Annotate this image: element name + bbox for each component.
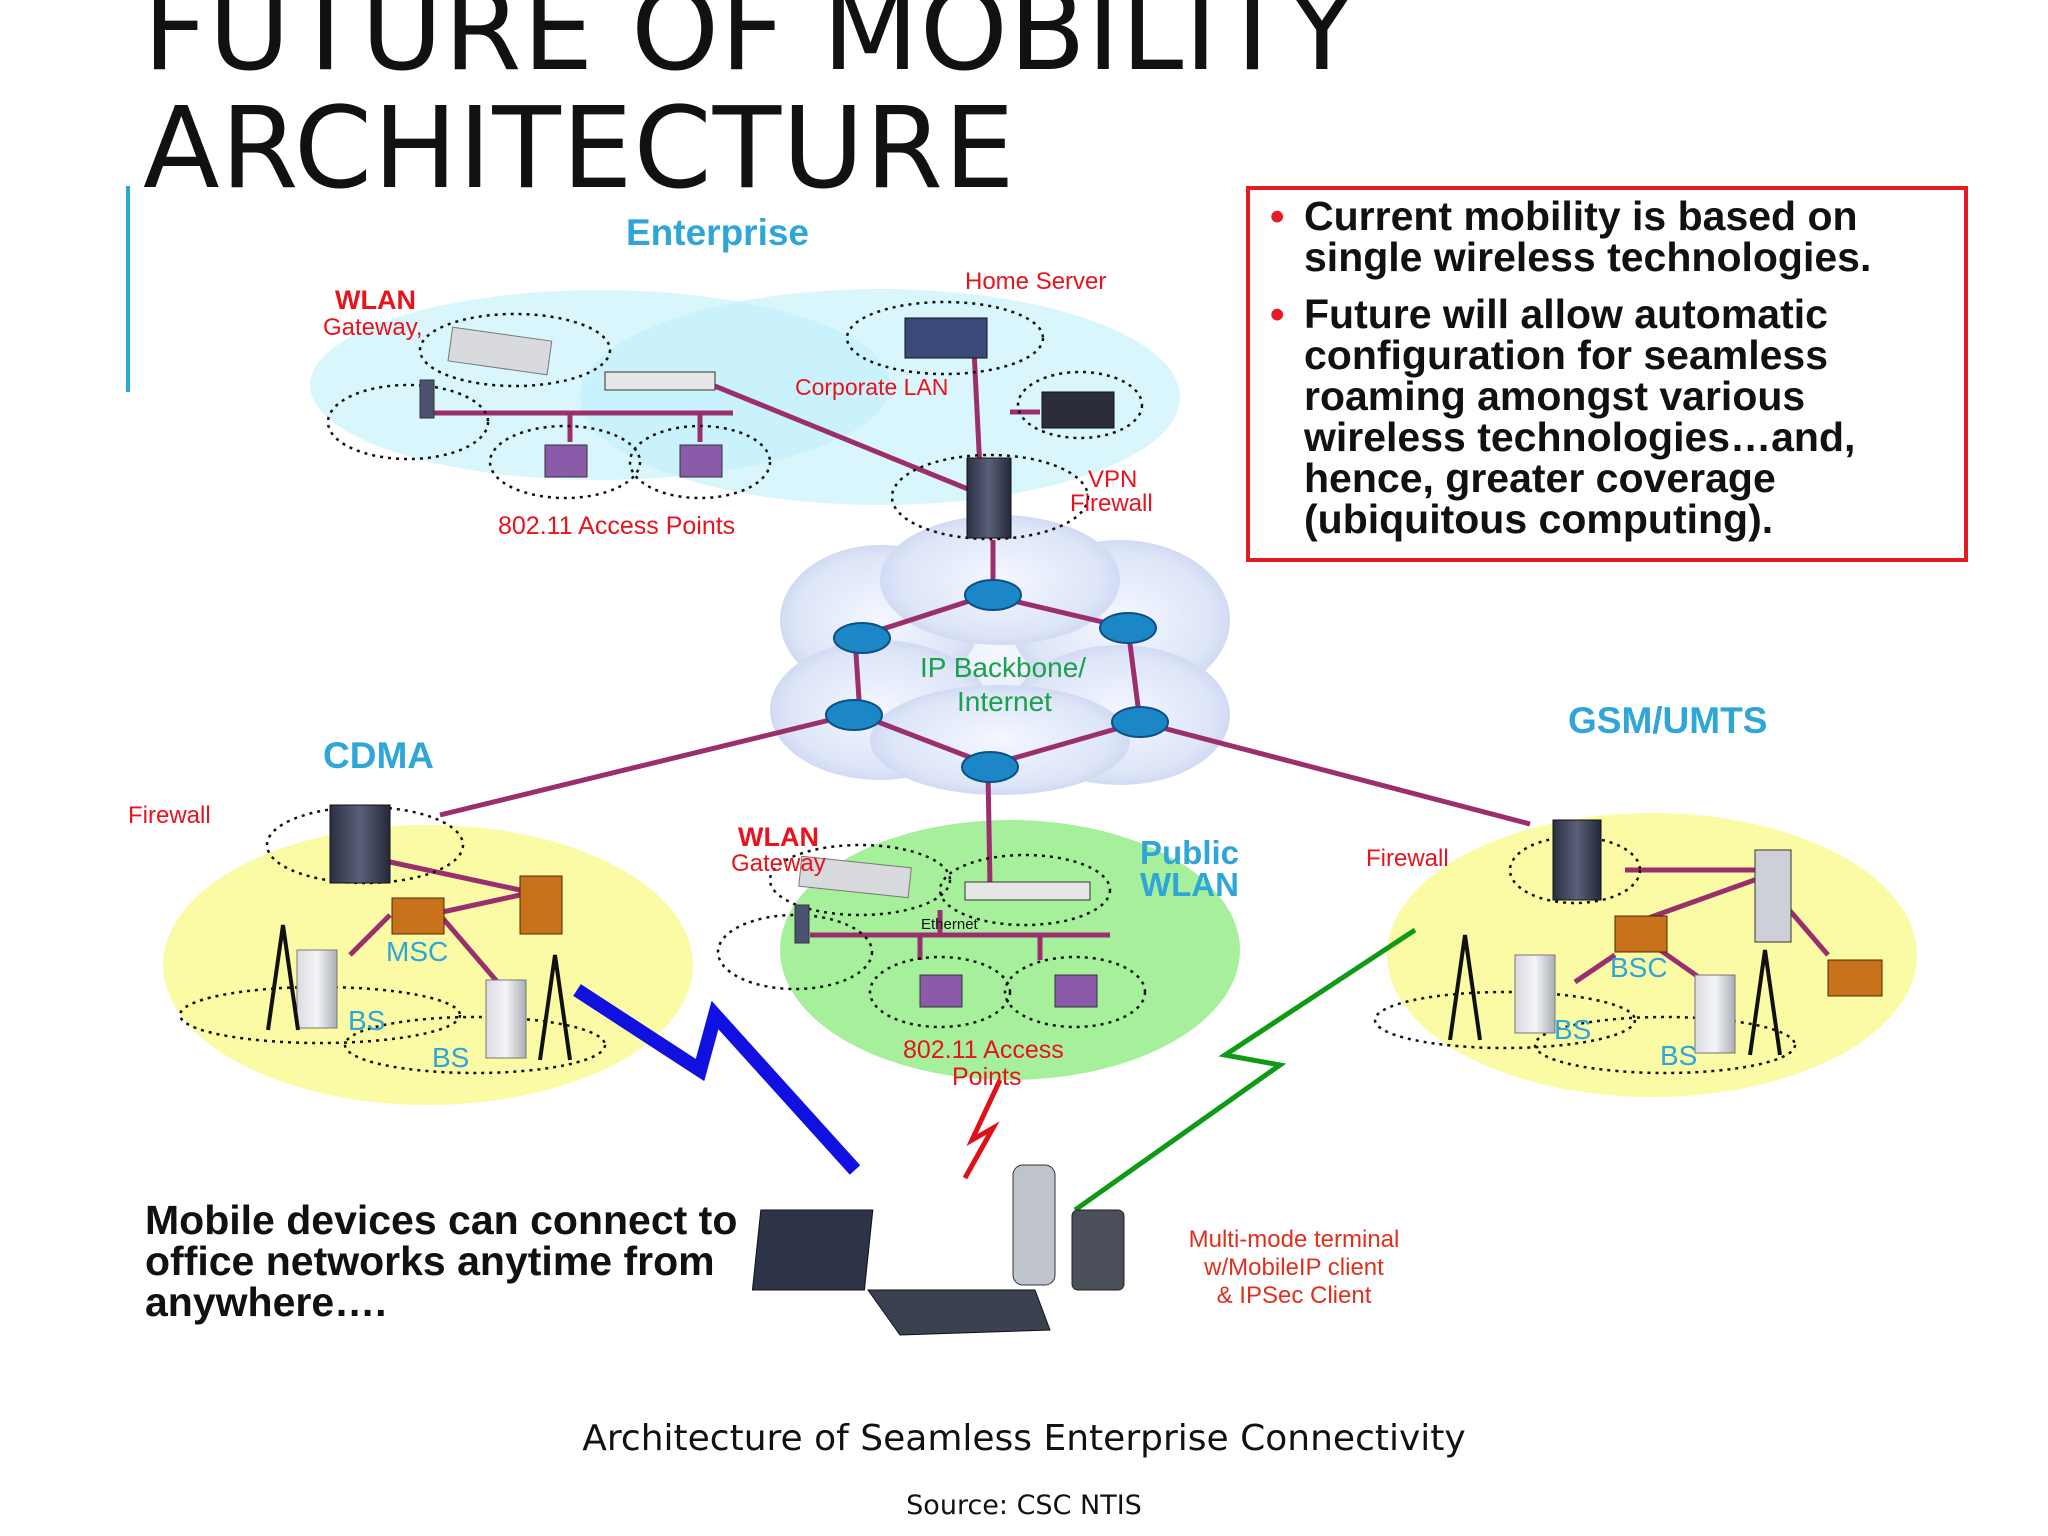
msc-icon xyxy=(391,897,445,935)
tower-icon xyxy=(266,924,300,1031)
pda-icon xyxy=(1071,1209,1125,1291)
base-station-icon xyxy=(1694,974,1736,1054)
home-server-icon xyxy=(904,317,988,359)
public-access-points-label-line-1: 802.11 Access xyxy=(903,1036,1064,1064)
enterprise-wlan-label: WLAN xyxy=(335,285,416,315)
terminal-label-line-1: Multi-mode terminal xyxy=(1188,1226,1400,1253)
page-title: FUTURE OF MOBILITY ARCHITECTURE xyxy=(143,0,1357,208)
public-wlan-gateway-icon xyxy=(798,855,912,899)
public-wlan-label-line-2: WLAN xyxy=(1140,866,1239,903)
source-credit: Source: CSC NTIS xyxy=(906,1490,1142,1521)
gsm-server-icon xyxy=(1754,849,1792,943)
vpn-label: VPN xyxy=(1088,466,1138,493)
server-icons xyxy=(904,317,1792,943)
enterprise-gateway-label: Gateway, xyxy=(323,314,423,341)
access-point-icon xyxy=(679,444,723,478)
gsm-bs-label-2: BS xyxy=(1660,1040,1698,1071)
backbone-label-line-1: IP Backbone/ xyxy=(920,652,1087,683)
laptop-icon xyxy=(751,1209,874,1291)
enterprise-label: Enterprise xyxy=(626,212,810,253)
bullet-text: Future will allow automatic configuratio… xyxy=(1304,291,1856,542)
router-icon xyxy=(1111,706,1169,738)
switch-icons xyxy=(391,875,1883,997)
vpn-firewall-icon xyxy=(966,457,1012,539)
gateway-icons xyxy=(447,326,1091,901)
public-wlan-wlan-label: WLAN xyxy=(738,822,819,852)
firewall-icons xyxy=(329,457,1602,901)
diagram-caption: Architecture of Seamless Enterprise Conn… xyxy=(582,1418,1466,1459)
gsm-switch-icon xyxy=(1827,959,1883,997)
router-icon xyxy=(964,579,1022,611)
home-server-label: Home Server xyxy=(965,268,1107,295)
bsc-icon xyxy=(1614,915,1668,953)
cdma-bs-label-1: BS xyxy=(348,1005,386,1036)
base-station-icon xyxy=(1514,954,1556,1034)
accent-bar xyxy=(126,186,130,392)
access-point-icon xyxy=(919,974,963,1008)
title-line-1: FUTURE OF MOBILITY xyxy=(143,0,1358,96)
mobile-devices-text: Mobile devices can connect to office net… xyxy=(145,1197,738,1325)
wlan-device-icon xyxy=(419,379,435,419)
router-icon xyxy=(1099,612,1157,644)
router-icon xyxy=(825,699,883,731)
gsm-firewall-icon xyxy=(1552,819,1602,901)
cdma-bs-label-2: BS xyxy=(432,1042,470,1073)
bullet-item: • Future will allow automatic configurati… xyxy=(1270,294,1950,540)
phone-icon xyxy=(1012,1164,1056,1286)
cdma-switch-icon xyxy=(519,875,563,935)
bsc-label: BSC xyxy=(1610,952,1668,983)
bullet-marker: • xyxy=(1270,193,1285,239)
access-point-icon xyxy=(1054,974,1098,1008)
router-icon xyxy=(833,622,891,654)
router-box-icon xyxy=(604,371,716,391)
backbone-label-line-2: Internet xyxy=(957,686,1052,717)
ethernet-label: Ethernet xyxy=(921,916,978,933)
gsm-umts-label: GSM/UMTS xyxy=(1568,700,1768,741)
public-router-box-icon xyxy=(964,881,1091,901)
cdma-firewall-icon xyxy=(329,804,391,884)
tower-icons xyxy=(266,924,1782,1061)
server-box-icon xyxy=(1041,391,1115,429)
public-wlan-gateway-label: Gateway xyxy=(731,850,826,877)
base-station-icon xyxy=(485,979,527,1059)
bullet-text: Current mobility is based on single wire… xyxy=(1304,193,1872,280)
router-icon xyxy=(961,751,1019,783)
gsm-wireless-link-icon xyxy=(1073,927,1417,1213)
msc-label: MSC xyxy=(386,936,449,967)
access-point-icons xyxy=(419,379,1098,1008)
terminal-label-line-2: w/MobileIP client xyxy=(1204,1254,1384,1281)
gsm-firewall-label: Firewall xyxy=(1366,845,1449,872)
cdma-label: CDMA xyxy=(323,735,434,776)
cdma-firewall-label: Firewall xyxy=(128,802,211,829)
terminal-devices xyxy=(751,1164,1125,1336)
network-links xyxy=(348,329,1830,988)
enterprise-access-points-label: 802.11 Access Points xyxy=(498,512,736,540)
gsm-bs-label-1: BS xyxy=(1554,1014,1592,1045)
title-line-2: ARCHITECTURE xyxy=(143,84,1016,214)
wlan-wireless-link-icon xyxy=(962,1078,1003,1180)
wlan-device-icon xyxy=(794,904,810,944)
tower-icon xyxy=(1748,949,1782,1056)
laptop-base-icon xyxy=(867,1289,1051,1336)
public-access-points-label-line-2: Points xyxy=(952,1063,1022,1091)
corporate-lan-label: Corporate LAN xyxy=(795,374,949,400)
cdma-wireless-link-icon xyxy=(573,984,861,1175)
base-station-icon xyxy=(296,949,338,1029)
bullet-item: • Current mobility is based on single wir… xyxy=(1270,196,1950,278)
base-station-icons xyxy=(296,949,1736,1059)
tower-icon xyxy=(1448,934,1482,1041)
device-groups xyxy=(178,300,1797,1075)
routers xyxy=(825,579,1169,783)
terminal-label-line-3: & IPSec Client xyxy=(1216,1282,1372,1309)
access-point-icon xyxy=(544,444,588,478)
tower-icon xyxy=(538,954,572,1061)
wlan-gateway-icon xyxy=(447,326,553,376)
key-points-box: • Current mobility is based on single wir… xyxy=(1246,186,1968,562)
bullet-marker: • xyxy=(1270,291,1285,337)
public-wlan-label-line-1: Public xyxy=(1140,834,1240,871)
vpn-firewall-label: Firewall xyxy=(1070,490,1153,517)
